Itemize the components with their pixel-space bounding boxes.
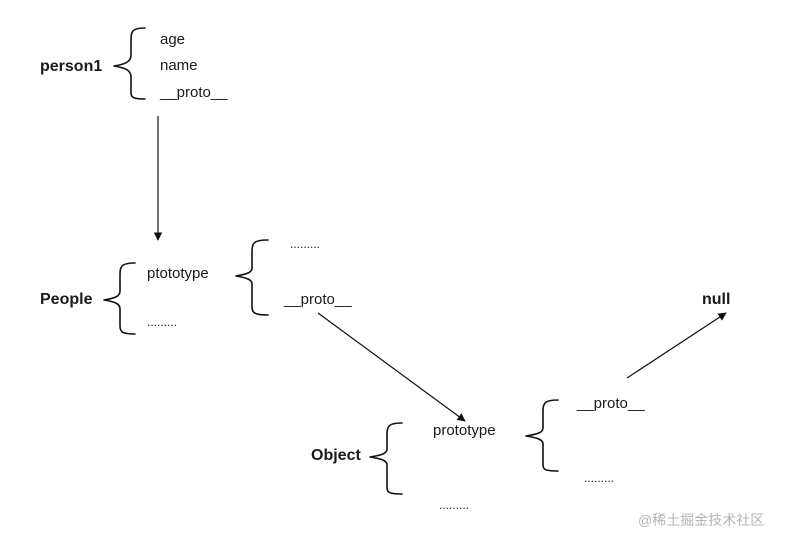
object-label: Object (311, 447, 361, 464)
person1-prop-name: name (160, 57, 198, 74)
object-subprop-ellipsis: ......... (584, 471, 615, 485)
people-subprop-proto: __proto__ (284, 291, 352, 308)
people-label: People (40, 291, 93, 308)
object-prop-ellipsis: ......... (439, 498, 470, 512)
object-prototype-brace (525, 399, 559, 472)
people-subprop-ellipsis: ......... (290, 237, 321, 251)
arrow-people-proto-to-object (317, 312, 466, 422)
watermark: @稀土掘金技术社区 (638, 512, 765, 528)
object-prop-prototype: prototype (433, 422, 496, 439)
person1-brace (113, 27, 146, 100)
person1-prop-proto: __proto__ (160, 84, 228, 101)
people-prototype-brace (235, 239, 269, 316)
people-prop-prototype: ptototype (147, 265, 209, 282)
arrow-object-proto-to-null (626, 312, 727, 379)
object-brace (369, 422, 403, 495)
person1-prop-age: age (160, 31, 186, 48)
object-subprop-proto: __proto__ (577, 395, 645, 412)
people-brace (103, 262, 136, 335)
people-prop-ellipsis: ......... (147, 315, 178, 329)
null-label: null (702, 291, 731, 308)
person1-label: person1 (40, 58, 103, 75)
